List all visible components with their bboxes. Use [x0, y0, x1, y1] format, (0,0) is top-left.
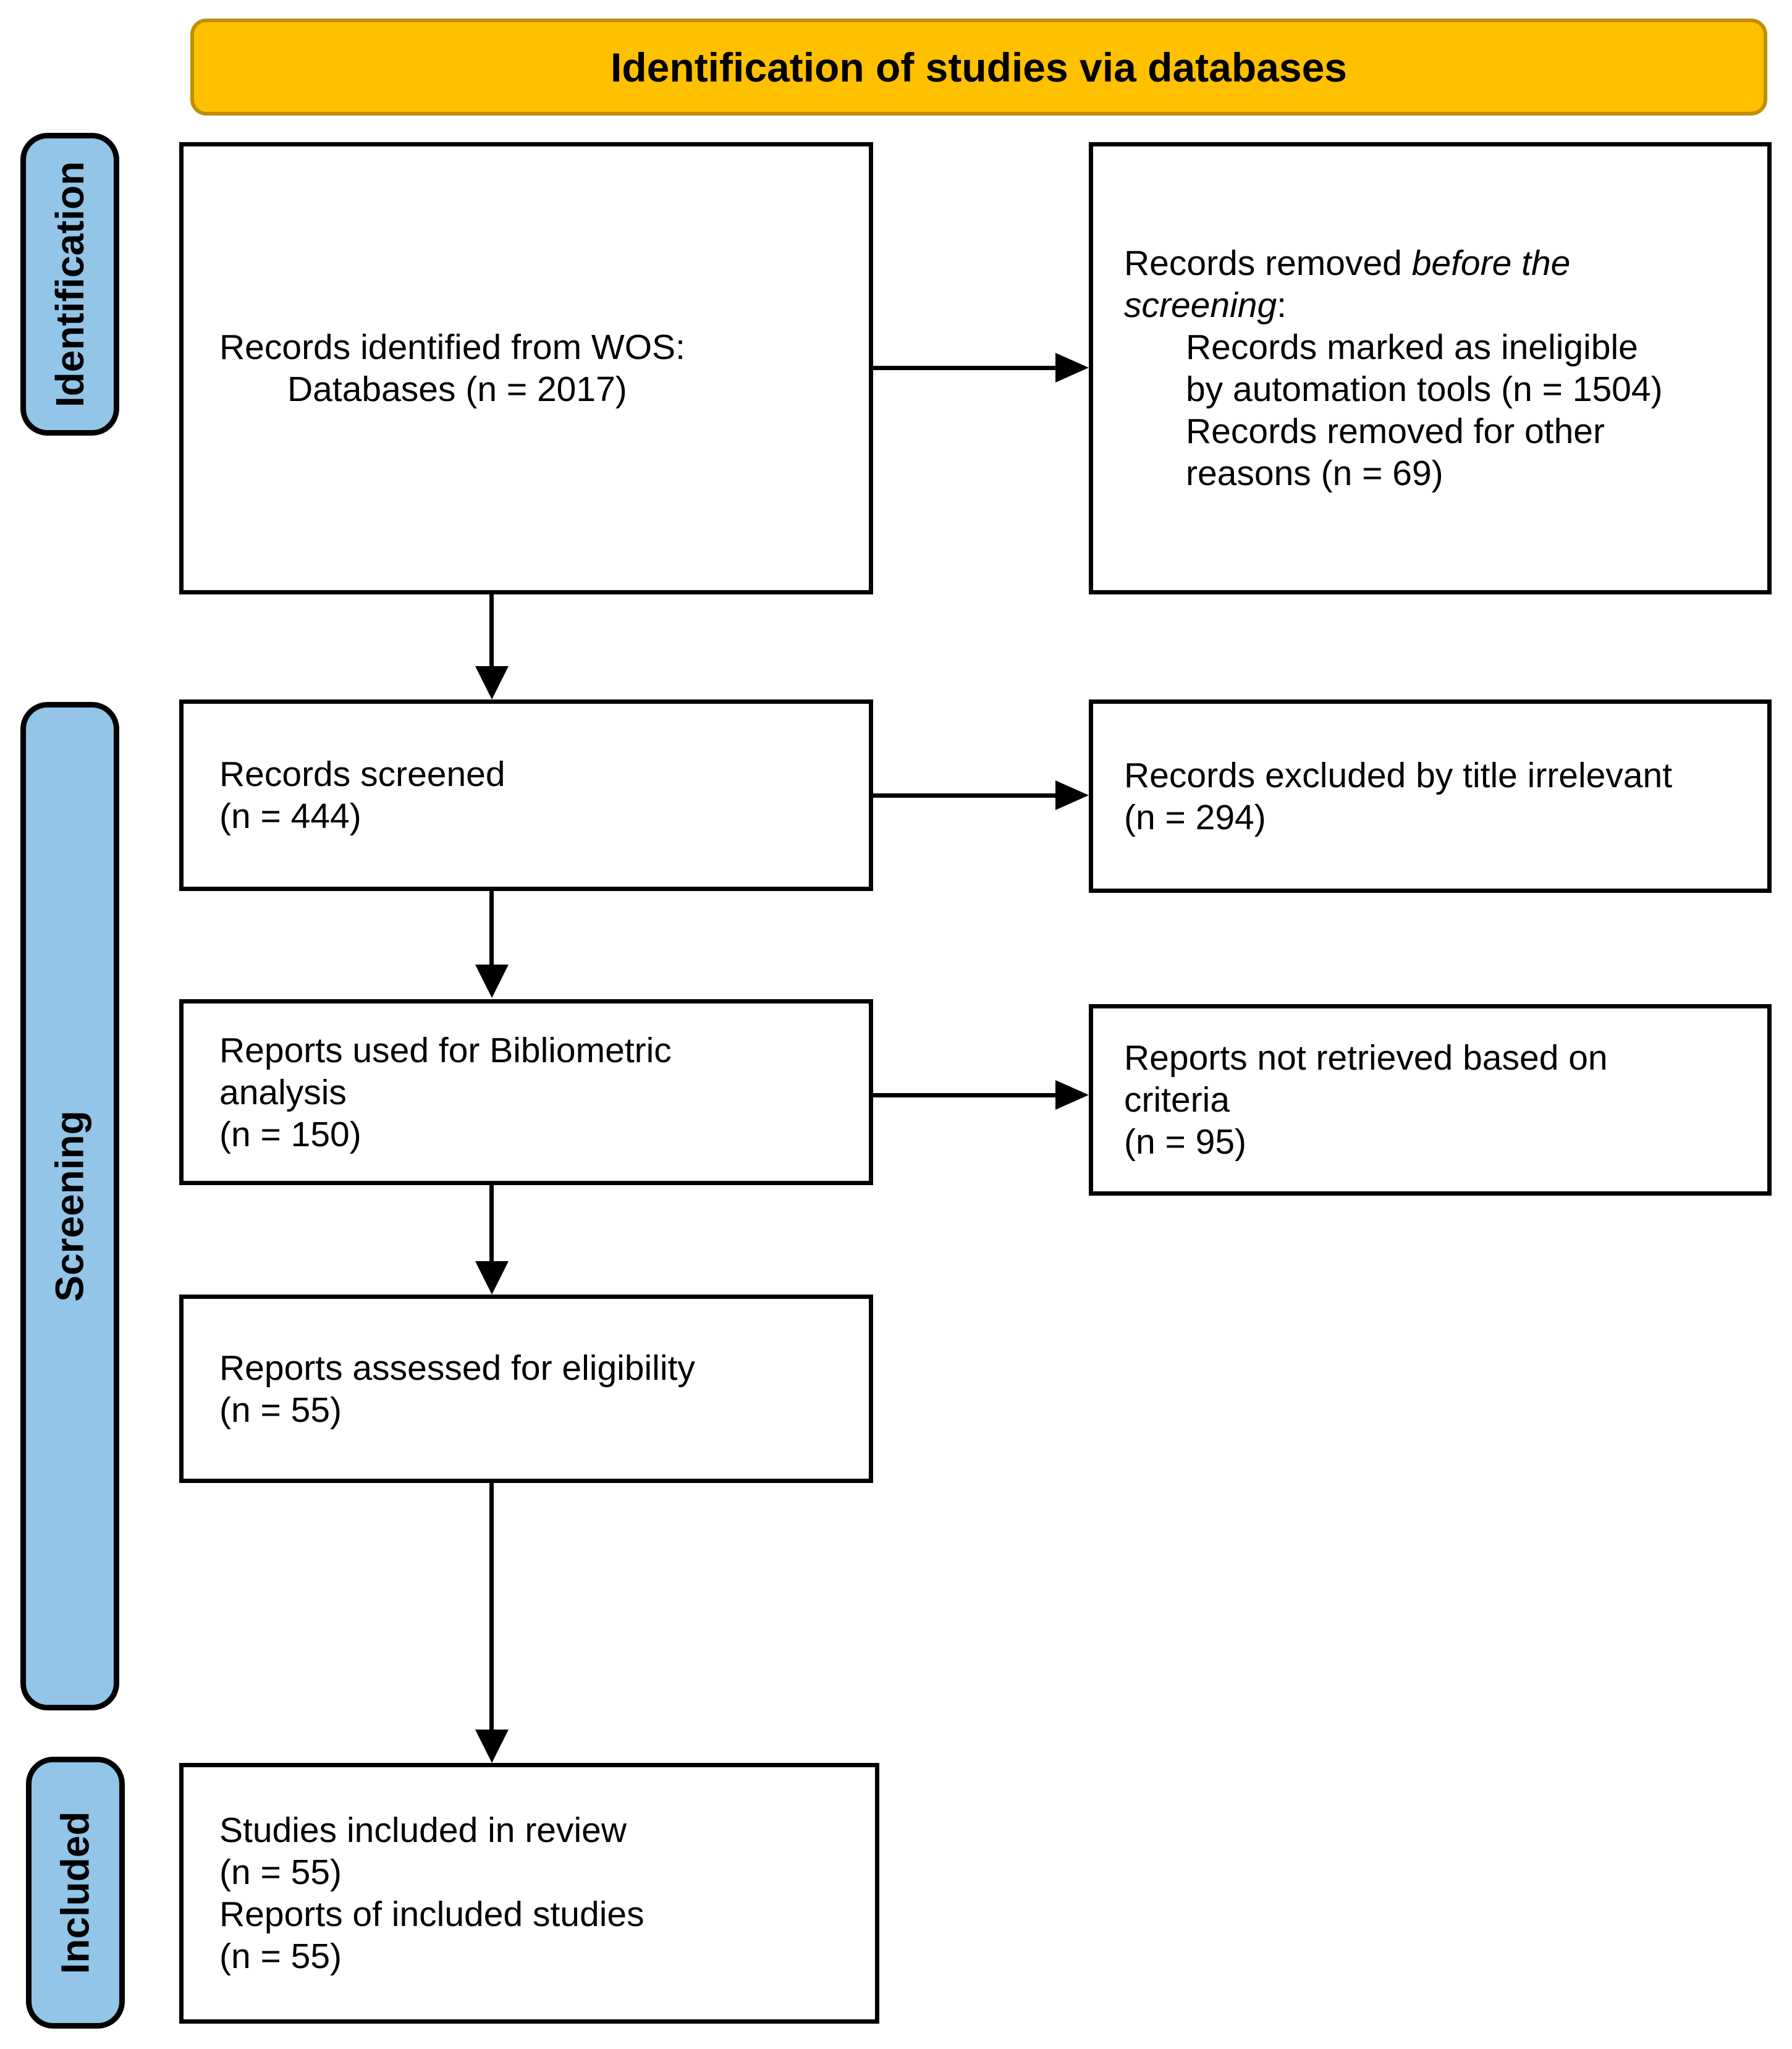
arrow-down-2-head: [475, 965, 509, 998]
stage-label-screening: Screening: [20, 702, 119, 1710]
stage-label-identification: Identification: [20, 133, 119, 436]
reports-bibliometric-line2: (n = 150): [219, 1114, 361, 1154]
records-identified-line2: Databases (n = 2017): [287, 370, 627, 409]
records-screened-line2: (n = 444): [219, 796, 361, 836]
reports-bibliometric-line1: Reports used for Bibliometric analysis: [219, 1030, 672, 1112]
arrow-right-row2-head: [1055, 780, 1089, 810]
reports-not-retrieved-line1: Reports not retrieved based on criteria: [1124, 1038, 1608, 1120]
stage-label-included: Included: [26, 1757, 125, 2029]
box-records-removed: Records removed before the screening: Re…: [1089, 142, 1772, 594]
records-removed-intro: Records removed before the screening:: [1124, 243, 1571, 325]
box-reports-assessed: Reports assessed for eligibility (n = 55…: [179, 1295, 873, 1483]
arrow-down-3-line: [489, 1185, 494, 1262]
stage-label-identification-text: Identification: [48, 161, 92, 408]
box-reports-bibliometric: Reports used for Bibliometric analysis (…: [179, 999, 873, 1185]
arrow-right-row1-head: [1055, 353, 1089, 382]
arrow-right-row3-head: [1055, 1080, 1089, 1110]
records-excluded-line1: Records excluded by title irrelevant: [1124, 755, 1673, 795]
arrow-down-1-line: [489, 594, 494, 670]
arrow-down-4-line: [489, 1483, 494, 1731]
stage-label-included-text: Included: [53, 1811, 98, 1974]
studies-included-line3: Reports of included studies: [219, 1895, 645, 1934]
box-records-identified: Records identified from WOS: Databases (…: [179, 142, 873, 594]
studies-included-line4: (n = 55): [219, 1937, 342, 1976]
arrow-down-4-head: [475, 1730, 509, 1763]
arrow-right-row1-line: [873, 366, 1058, 370]
records-removed-item-2: Records removed for other reasons (n = 6…: [1186, 412, 1605, 493]
stage-label-screening-text: Screening: [48, 1110, 92, 1302]
records-excluded-line2: (n = 294): [1124, 797, 1266, 837]
box-records-excluded: Records excluded by title irrelevant (n …: [1089, 699, 1772, 893]
records-removed-item-1: Records marked as ineligible by automati…: [1186, 327, 1663, 409]
reports-assessed-line1: Reports assessed for eligibility: [219, 1348, 695, 1388]
arrow-down-3-head: [475, 1261, 509, 1295]
banner-title: Identification of studies via databases: [611, 44, 1347, 90]
arrow-down-1-head: [475, 666, 509, 699]
records-identified-line1: Records identified from WOS:: [219, 327, 685, 367]
arrow-right-row3-line: [873, 1093, 1058, 1097]
arrow-down-2-line: [489, 891, 494, 966]
studies-included-line1: Studies included in review: [219, 1810, 627, 1850]
records-screened-line1: Records screened: [219, 754, 505, 794]
arrow-right-row2-line: [873, 793, 1058, 798]
reports-assessed-line2: (n = 55): [219, 1390, 342, 1430]
reports-not-retrieved-line2: (n = 95): [1124, 1122, 1247, 1162]
box-records-screened: Records screened (n = 444): [179, 699, 873, 891]
studies-included-line2: (n = 55): [219, 1853, 342, 1892]
box-studies-included: Studies included in review (n = 55) Repo…: [179, 1763, 879, 2024]
box-reports-not-retrieved: Reports not retrieved based on criteria …: [1089, 1004, 1772, 1196]
banner-identification-of-studies: Identification of studies via databases: [190, 19, 1767, 116]
